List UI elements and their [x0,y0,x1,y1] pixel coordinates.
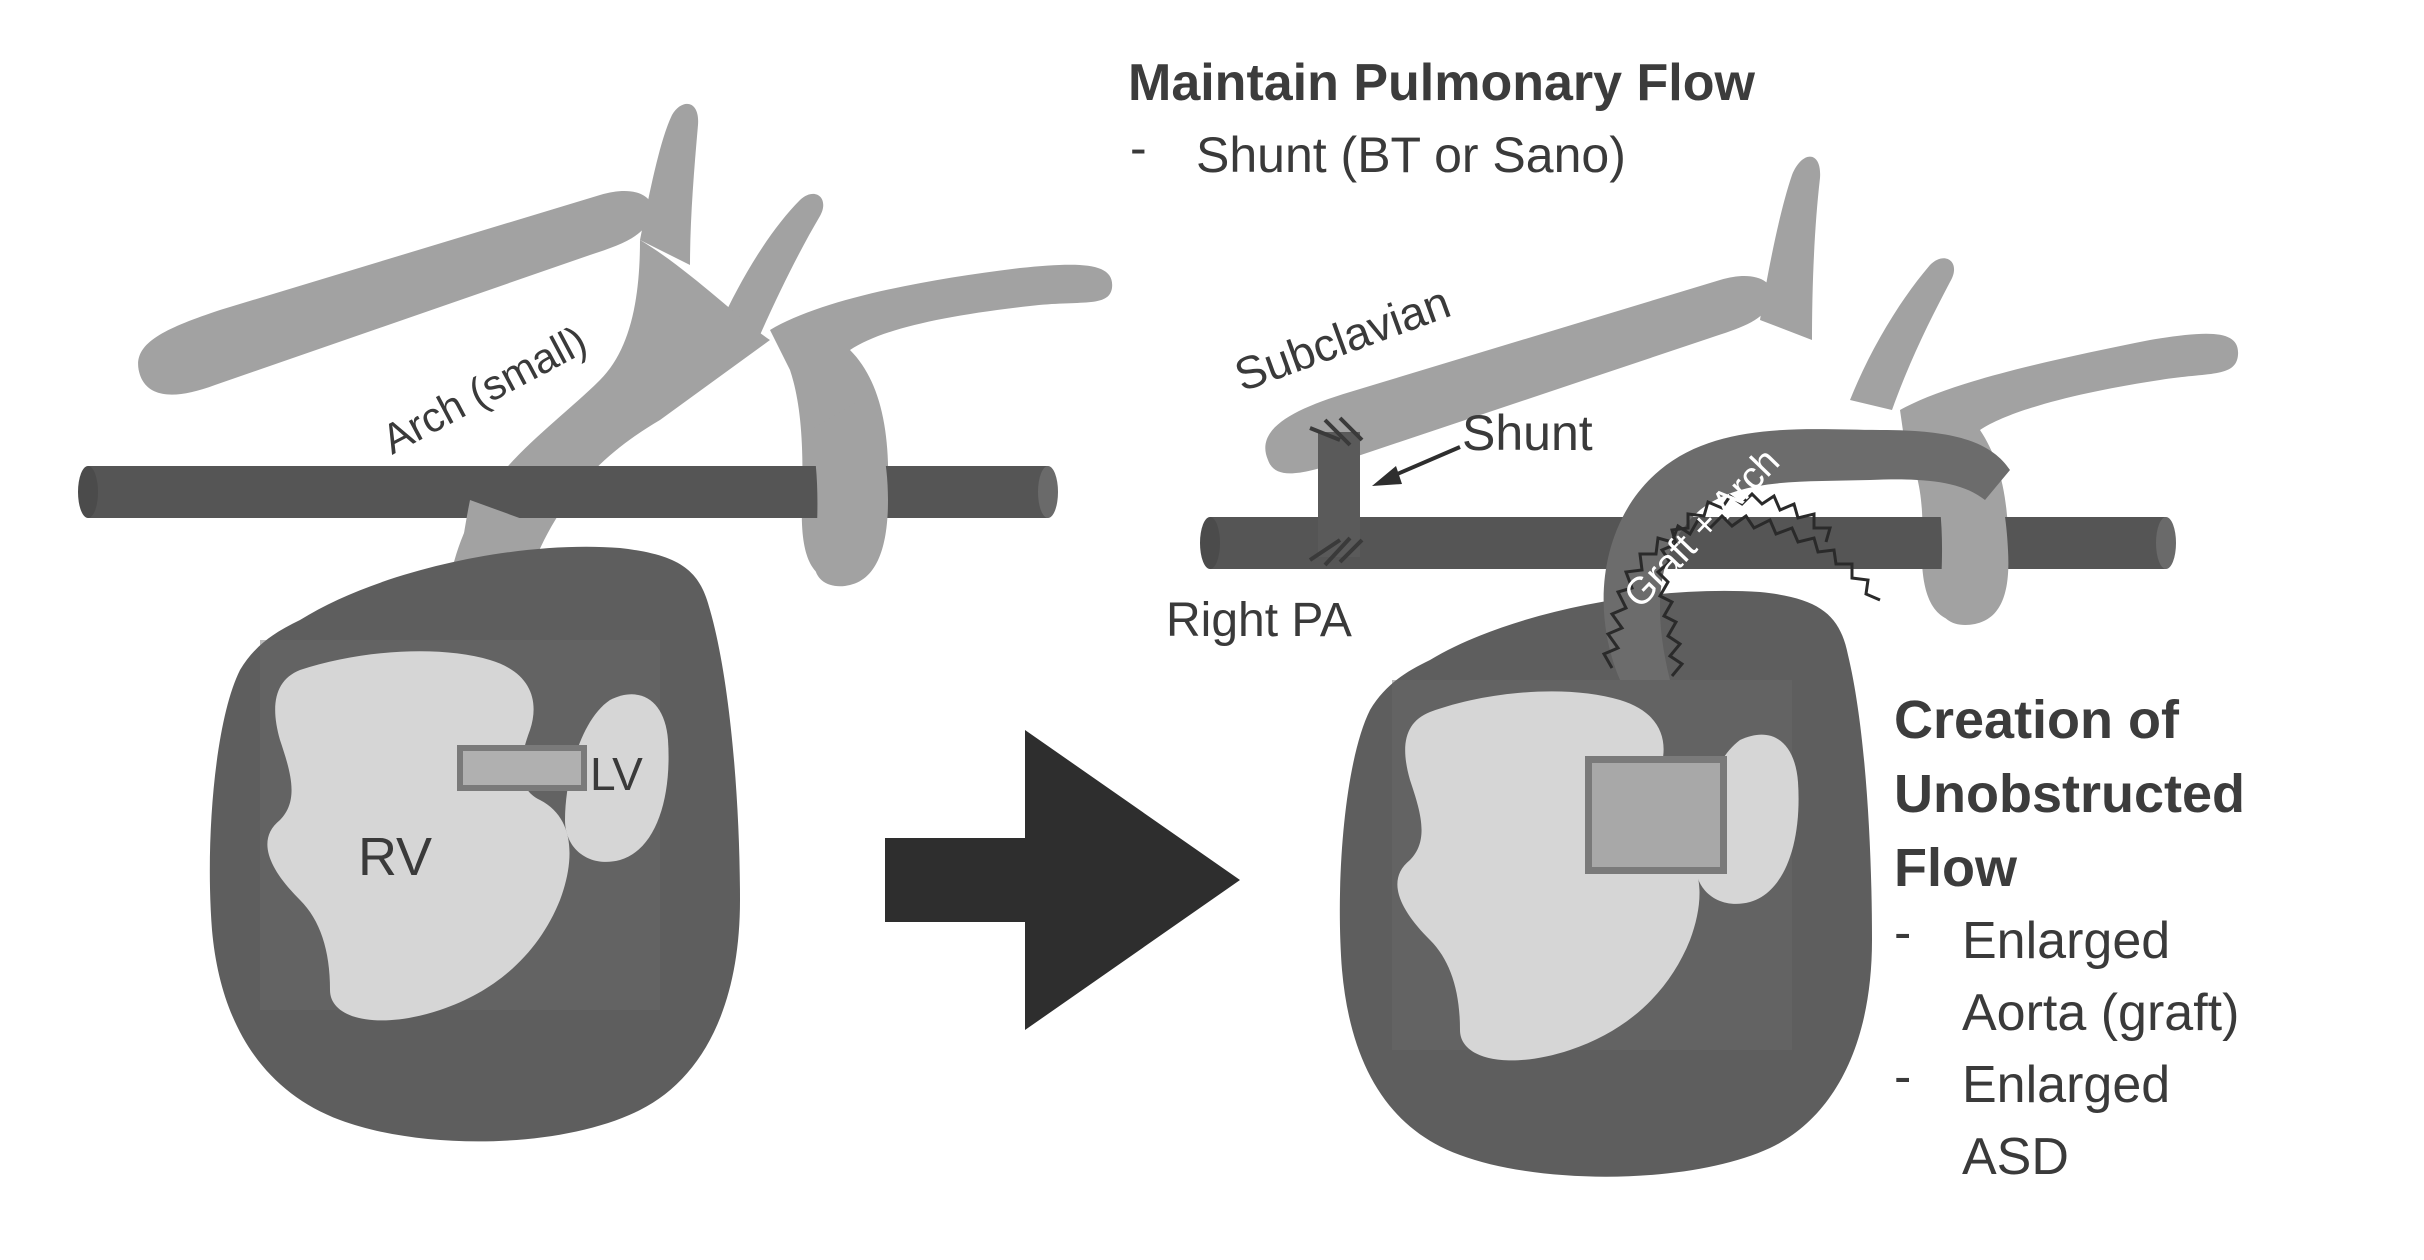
bullet-2-dash: - [1894,1048,1911,1106]
right-arrow-icon [885,730,1240,1030]
creation-title-line-2: Unobstructed [1894,764,2245,824]
right-diagram: Maintain Pulmonary Flow - Shunt (BT or S… [1128,54,2245,1186]
rv-label: RV [358,827,432,887]
lv-label: LV [590,748,643,800]
right-heart [1339,590,1872,1177]
bullet-1-line-2: Aorta (graft) [1962,984,2239,1042]
left-descending-branch [810,400,888,587]
right-pa-label: Right PA [1166,594,1352,647]
left-ventricle [565,694,669,862]
left-diagram: Arch (small) RV LV [78,103,1113,1142]
bt-shunt [1308,416,1364,567]
header-bullet-text: Shunt (BT or Sano) [1196,127,1626,183]
bullet-1-dash: - [1894,904,1911,962]
graft-arch [1601,429,2010,680]
left-pulmonary-artery [78,466,1058,518]
shunt-pointer-arrow [1372,445,1461,486]
creation-title-line-3: Flow [1894,838,2018,898]
right-descending-branch [1935,460,2009,625]
bullet-2-line-1: Enlarged [1962,1056,2170,1114]
left-heart [209,546,741,1142]
header-title: Maintain Pulmonary Flow [1128,54,1755,112]
creation-title-line-1: Creation of [1894,690,2180,750]
header-bullet-dash: - [1130,120,1147,176]
shunt-label: Shunt [1462,405,1593,461]
bullet-1-line-1: Enlarged [1962,912,2170,970]
right-ventricle [267,651,570,1021]
creation-block: Creation of Unobstructed Flow - Enlarged… [1894,690,2245,1186]
bullet-2-line-2: ASD [1962,1128,2069,1186]
